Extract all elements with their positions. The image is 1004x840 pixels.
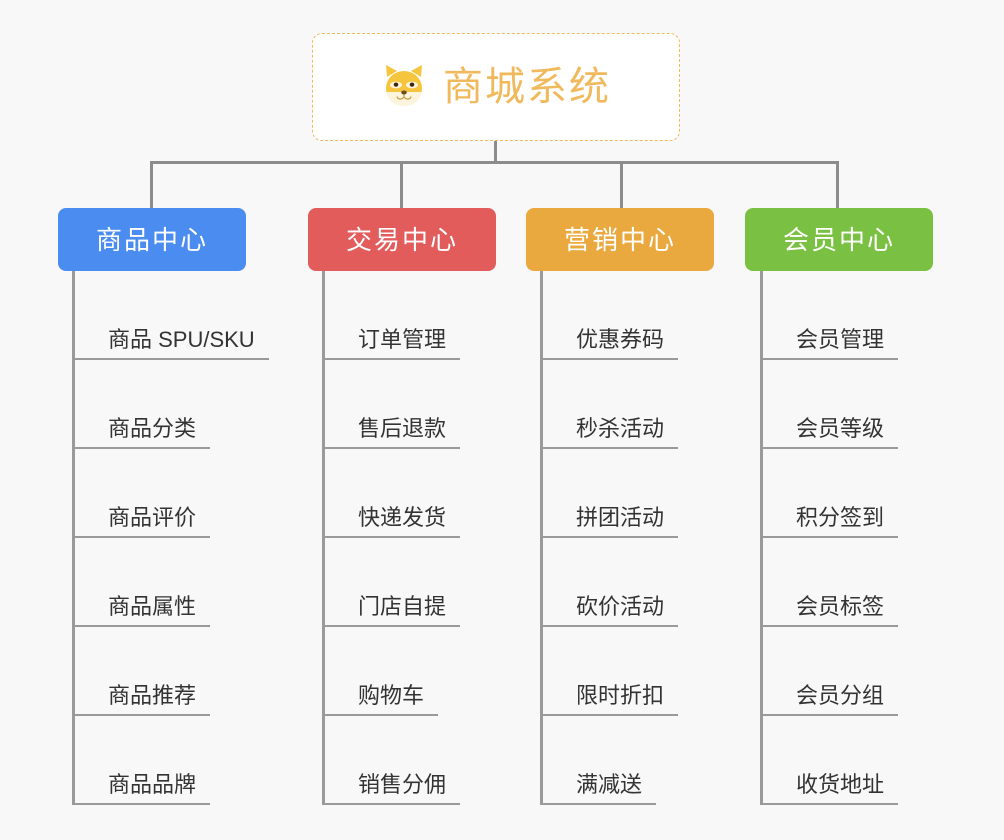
leaf-item-label: 门店自提 bbox=[358, 593, 447, 619]
leaf-item-label: 商品 SPU/SKU bbox=[108, 326, 255, 352]
category-header-marketing[interactable]: 营销中心 bbox=[526, 208, 714, 271]
leaf-item-label: 快递发货 bbox=[358, 504, 447, 530]
leaf-item-label: 售后退款 bbox=[358, 415, 447, 441]
leaf-item[interactable]: 满减送 bbox=[540, 716, 657, 805]
leaf-item-underline: 会员分组 bbox=[760, 682, 899, 716]
leaf-item-underline: 商品品牌 bbox=[72, 771, 211, 805]
leaf-column-spine bbox=[760, 271, 763, 805]
leaf-item-underline: 会员标签 bbox=[760, 593, 899, 627]
leaf-item-underline: 商品 SPU/SKU bbox=[72, 326, 269, 360]
root-node-content: 商城系统 bbox=[381, 63, 611, 111]
leaf-item-label: 拼团活动 bbox=[576, 504, 665, 530]
leaf-item[interactable]: 销售分佣 bbox=[322, 716, 461, 805]
connector-horizontal-bus bbox=[150, 161, 839, 164]
leaf-item[interactable]: 商品评价 bbox=[72, 449, 211, 538]
leaf-item[interactable]: 门店自提 bbox=[322, 538, 461, 627]
leaf-item-label: 商品品牌 bbox=[108, 771, 197, 797]
category-header-trade[interactable]: 交易中心 bbox=[308, 208, 496, 271]
leaf-item-label: 满减送 bbox=[576, 771, 643, 797]
leaf-item[interactable]: 订单管理 bbox=[322, 271, 461, 360]
connector-root-stem bbox=[494, 141, 497, 164]
connector-drop-2 bbox=[400, 161, 403, 208]
leaf-item[interactable]: 售后退款 bbox=[322, 360, 461, 449]
leaf-item-label: 商品属性 bbox=[108, 593, 197, 619]
leaf-item[interactable]: 快递发货 bbox=[322, 449, 461, 538]
leaf-item[interactable]: 拼团活动 bbox=[540, 449, 679, 538]
leaf-item-label: 秒杀活动 bbox=[576, 415, 665, 441]
leaf-item-underline: 积分签到 bbox=[760, 504, 899, 538]
leaf-item-label: 销售分佣 bbox=[358, 771, 447, 797]
leaf-item[interactable]: 优惠券码 bbox=[540, 271, 679, 360]
connector-drop-1 bbox=[150, 161, 153, 208]
leaf-item-underline: 优惠券码 bbox=[540, 326, 679, 360]
leaf-item-underline: 商品评价 bbox=[72, 504, 211, 538]
leaf-item-underline: 门店自提 bbox=[322, 593, 461, 627]
leaf-item-label: 优惠券码 bbox=[576, 326, 665, 352]
leaf-item-label: 砍价活动 bbox=[576, 593, 665, 619]
leaf-column-spine bbox=[322, 271, 325, 805]
leaf-item-underline: 订单管理 bbox=[322, 326, 461, 360]
connector-drop-4 bbox=[836, 161, 839, 208]
category-header-label: 会员中心 bbox=[782, 224, 895, 255]
leaf-item-label: 会员等级 bbox=[796, 415, 885, 441]
leaf-item[interactable]: 收货地址 bbox=[760, 716, 899, 805]
leaf-item[interactable]: 商品分类 bbox=[72, 360, 211, 449]
leaf-item-underline: 商品属性 bbox=[72, 593, 211, 627]
category-header-member[interactable]: 会员中心 bbox=[745, 208, 933, 271]
leaf-item[interactable]: 商品 SPU/SKU bbox=[72, 271, 269, 360]
leaf-item-label: 购物车 bbox=[358, 682, 425, 708]
leaf-item-underline: 购物车 bbox=[322, 682, 439, 716]
leaf-item[interactable]: 限时折扣 bbox=[540, 627, 679, 716]
leaf-item[interactable]: 积分签到 bbox=[760, 449, 899, 538]
leaf-item-label: 会员分组 bbox=[796, 682, 885, 708]
leaf-item-label: 会员标签 bbox=[796, 593, 885, 619]
category-header-label: 交易中心 bbox=[345, 224, 458, 255]
shiba-dog-face-icon bbox=[381, 63, 429, 111]
leaf-item-underline: 销售分佣 bbox=[322, 771, 461, 805]
leaf-item-label: 限时折扣 bbox=[576, 682, 665, 708]
leaf-item-label: 商品分类 bbox=[108, 415, 197, 441]
leaf-item[interactable]: 会员等级 bbox=[760, 360, 899, 449]
leaf-item-label: 收货地址 bbox=[796, 771, 885, 797]
leaf-item-underline: 商品分类 bbox=[72, 415, 211, 449]
leaf-item-underline: 会员等级 bbox=[760, 415, 899, 449]
leaf-item-underline: 秒杀活动 bbox=[540, 415, 679, 449]
root-node[interactable]: 商城系统 bbox=[312, 33, 680, 141]
connector-drop-3 bbox=[620, 161, 623, 208]
leaf-item[interactable]: 秒杀活动 bbox=[540, 360, 679, 449]
category-header-label: 商品中心 bbox=[95, 224, 208, 255]
leaf-item-underline: 快递发货 bbox=[322, 504, 461, 538]
leaf-item-label: 积分签到 bbox=[796, 504, 885, 530]
leaf-item-underline: 满减送 bbox=[540, 771, 657, 805]
root-node-label: 商城系统 bbox=[443, 65, 611, 109]
leaf-item-label: 商品推荐 bbox=[108, 682, 197, 708]
leaf-item-underline: 收货地址 bbox=[760, 771, 899, 805]
leaf-item[interactable]: 会员标签 bbox=[760, 538, 899, 627]
leaf-item-underline: 商品推荐 bbox=[72, 682, 211, 716]
leaf-item-label: 订单管理 bbox=[358, 326, 447, 352]
leaf-item[interactable]: 商品推荐 bbox=[72, 627, 211, 716]
leaf-item-underline: 砍价活动 bbox=[540, 593, 679, 627]
leaf-item[interactable]: 会员管理 bbox=[760, 271, 899, 360]
leaf-item-underline: 会员管理 bbox=[760, 326, 899, 360]
category-header-label: 营销中心 bbox=[563, 224, 676, 255]
leaf-item[interactable]: 购物车 bbox=[322, 627, 439, 716]
leaf-item[interactable]: 商品品牌 bbox=[72, 716, 211, 805]
leaf-item[interactable]: 会员分组 bbox=[760, 627, 899, 716]
leaf-column-spine bbox=[540, 271, 543, 805]
leaf-item-label: 会员管理 bbox=[796, 326, 885, 352]
leaf-item[interactable]: 砍价活动 bbox=[540, 538, 679, 627]
leaf-item-underline: 售后退款 bbox=[322, 415, 461, 449]
leaf-item-underline: 拼团活动 bbox=[540, 504, 679, 538]
leaf-item-underline: 限时折扣 bbox=[540, 682, 679, 716]
leaf-item[interactable]: 商品属性 bbox=[72, 538, 211, 627]
leaf-item-label: 商品评价 bbox=[108, 504, 197, 530]
leaf-column-spine bbox=[72, 271, 75, 805]
category-header-product[interactable]: 商品中心 bbox=[58, 208, 246, 271]
